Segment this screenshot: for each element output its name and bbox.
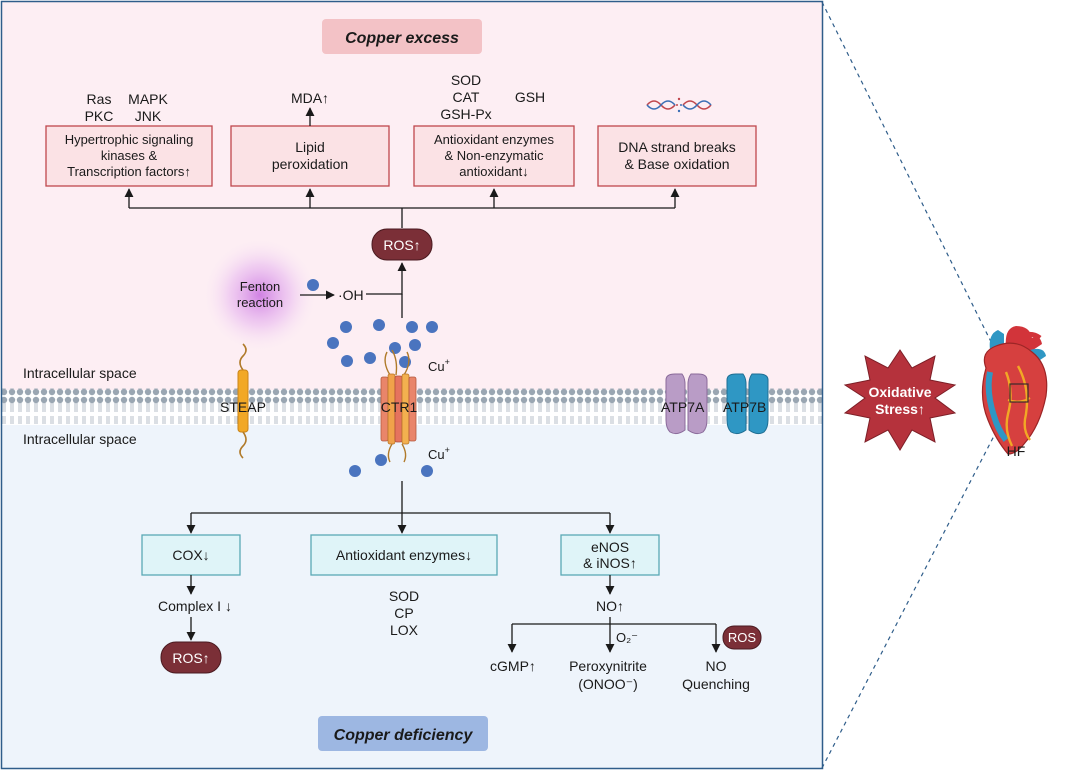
signaling-line-2: kinases & [101,148,158,163]
gsh-label: GSH [515,89,545,105]
oxidative-stress-line-1: Oxidative [868,384,931,400]
atp7a-label: ATP7A [661,399,705,415]
copper-ions-top [327,319,438,368]
atp7a-transporter [665,373,708,435]
peroxynitrite-line-1: Peroxynitrite [569,658,647,674]
copper-excess-badge [322,19,482,54]
panel-frame [0,0,824,770]
no-label: NO↑ [596,598,624,614]
svg-text:Antioxidant enzymes& Non-enzym: Antioxidant enzymes& Non-enzymaticantiox… [434,132,554,179]
ros-small-label: ROS [728,630,757,645]
gsh-px-label: GSH-Px [440,106,491,122]
cox-label: COX↓ [172,547,209,563]
oxidative-stress-line-2: Stress↑ [875,401,925,417]
pkc-label: PKC [85,108,114,124]
enos-line-1: eNOS [591,539,629,555]
antioxidant-line-1: Antioxidant enzymes [434,132,554,147]
sod-label: SOD [451,72,481,88]
atp7b-label: ATP7B [723,399,766,415]
steap-transporter [237,343,249,459]
enos-box [560,534,660,576]
space-label-bottom: Intracellular space [23,431,137,447]
fenton-line-2: reaction [237,295,283,310]
fenton-glow [204,239,316,351]
complex-label: Complex I ↓ [158,598,232,614]
copper-excess-title: Copper excess [345,30,459,47]
svg-text:Peroxynitrite(ONOO⁻): Peroxynitrite (ONOO⁻) [569,658,647,692]
cat-label: CAT [453,89,480,105]
cu-ion-bottom-charge: + [445,445,450,455]
heart-icon [981,326,1048,455]
zoom-line-bottom [821,404,1011,769]
jnk-label: JNK [135,108,162,124]
enos-line-2: & iNOS↑ [583,555,637,571]
antioxidant-line-2: & Non-enzymatic [445,148,544,163]
ros-bottom-label: ROS↑ [172,650,209,666]
ros-bottom-pill [160,641,222,674]
peroxynitrite-line-2: (ONOO⁻) [578,676,638,692]
enzyme-sod: SOD [389,588,419,604]
enzyme-lox: LOX [390,622,419,638]
enzyme-cp: CP [394,605,413,621]
antioxidant-deficiency-label: Antioxidant enzymes↓ [336,547,472,563]
antioxidant-line-3: antioxidant↓ [459,164,528,179]
dna-line-1: DNA strand breaks [618,139,736,155]
oxidative-stress-star [843,349,957,451]
space-label-top: Intracellular space [23,365,137,381]
ros-top-pill [371,228,433,261]
dna-line-2: & Base oxidation [624,156,729,172]
svg-text:eNOS& iNOS↑: eNOS& iNOS↑ [583,539,637,571]
ros-small-pill [722,625,762,650]
copper-ions-bottom [349,454,433,477]
svg-text:DNA strand breaks& Base oxidat: DNA strand breaks& Base oxidation [618,139,736,172]
ras-label: Ras [87,91,112,107]
copper-deficiency-title: Copper deficiency [334,727,474,744]
dna-damage-icon [646,97,712,113]
effect-box-dna: DNA strand breaks& Base oxidation [597,125,757,187]
signaling-line-1: Hypertrophic signaling [65,132,194,147]
fenton-line-1: Fenton [240,279,280,294]
lipid-line-2: peroxidation [272,156,348,172]
signaling-line-3: Transcription factors↑ [67,164,191,179]
svg-text:Cu+: Cu+ [428,445,450,462]
hydroxyl-label: ·OH [338,287,364,303]
cgmp-label: cGMP↑ [490,658,536,674]
ctr1-label: CTR1 [381,399,418,415]
lipid-line-1: Lipid [295,139,325,155]
cu-ion-top-label: Cu [428,359,445,374]
fenton-copper-ion [307,279,319,291]
copper-deficiency-badge [318,716,488,751]
cu-ion-top-charge: + [445,357,450,367]
deficiency-region [2,425,822,768]
quenching-line-2: Quenching [682,676,750,692]
ctr1-transporter [380,349,417,463]
svg-text:Cu+: Cu+ [428,357,450,374]
quenching-line-1: NO [706,658,727,674]
atp7b-transporter [726,373,769,435]
mapk-label: MAPK [128,91,168,107]
antioxidant-deficiency-box [310,534,498,576]
cu-ion-bottom-label: Cu [428,447,445,462]
heart-label: HF [1007,443,1026,459]
steap-label: STEAP [220,399,266,415]
mda-label: MDA↑ [291,90,329,106]
ros-top-label: ROS↑ [383,237,420,253]
superoxide-label: O₂⁻ [616,630,638,645]
zoom-line-top [821,1,1011,381]
